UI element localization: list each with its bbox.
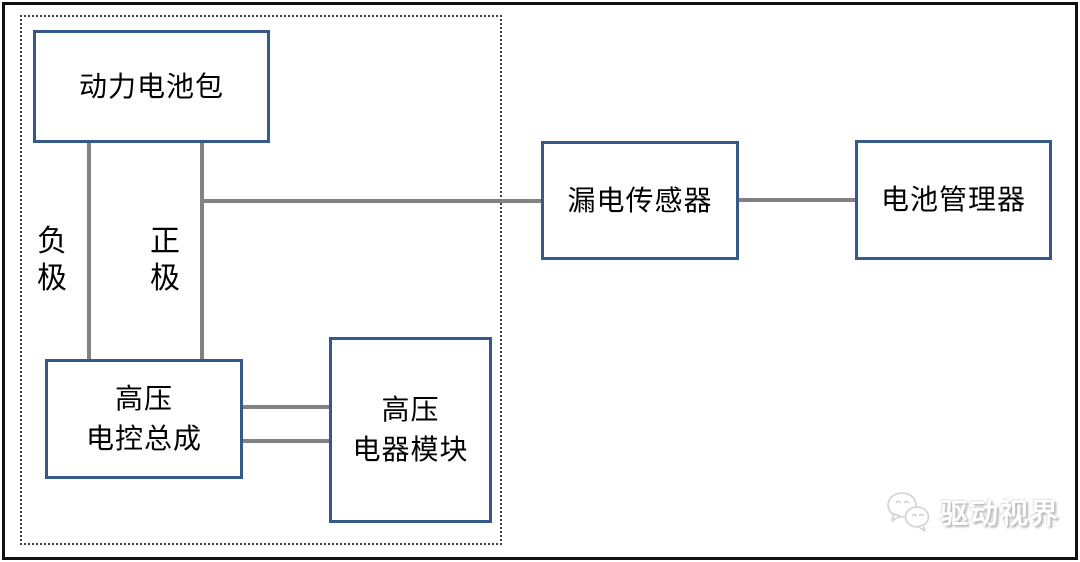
wire-control-to-module-2 [242,439,330,443]
node-hv-control: 高压 电控总成 [45,359,243,479]
wire-positive-pole [200,142,204,361]
node-hv-module: 高压 电器模块 [329,337,492,523]
node-battery-pack: 动力电池包 [33,30,270,143]
node-battery-manager-label: 电池管理器 [880,184,1026,215]
watermark: 驱动视界 [886,491,1060,533]
wire-sensor-to-manager [738,198,856,202]
node-hv-control-label-line1: 高压 [114,383,173,414]
node-leak-sensor-label: 漏电传感器 [567,184,713,216]
watermark-text: 驱动视界 [940,498,1061,529]
wechat-logo-icon [886,491,932,533]
node-hv-module-label-line1: 高压 [381,394,440,425]
wire-control-to-module-1 [242,405,330,409]
node-hv-module-label-line2: 电器模块 [352,434,469,465]
label-negative-pole: 负极 [37,225,67,295]
wire-negative-pole [87,142,91,361]
node-battery-pack-label: 动力电池包 [78,70,224,102]
node-hv-control-label-line2: 电控总成 [85,423,202,454]
node-battery-manager: 电池管理器 [855,140,1052,260]
label-positive-pole: 正极 [150,225,180,295]
node-leak-sensor: 漏电传感器 [541,141,739,260]
dashed-boundary-box [20,15,502,545]
wire-pack-to-leak-sensor [202,199,542,203]
